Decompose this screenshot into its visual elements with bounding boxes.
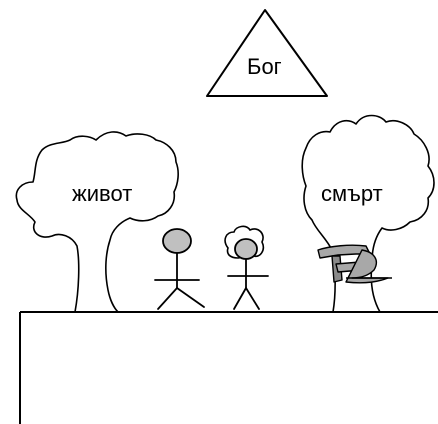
god-label: Бог (247, 54, 282, 79)
ground-cliff (19, 311, 438, 424)
stick-figure-1-icon (154, 228, 205, 310)
stick-figure-2-icon (224, 225, 269, 310)
death-tree-icon (301, 114, 435, 313)
life-tree-icon (15, 131, 179, 313)
scythe-icon (317, 244, 392, 284)
god-triangle-icon (206, 9, 328, 97)
death-label: смърт (321, 181, 383, 206)
life-label: живот (72, 181, 133, 206)
